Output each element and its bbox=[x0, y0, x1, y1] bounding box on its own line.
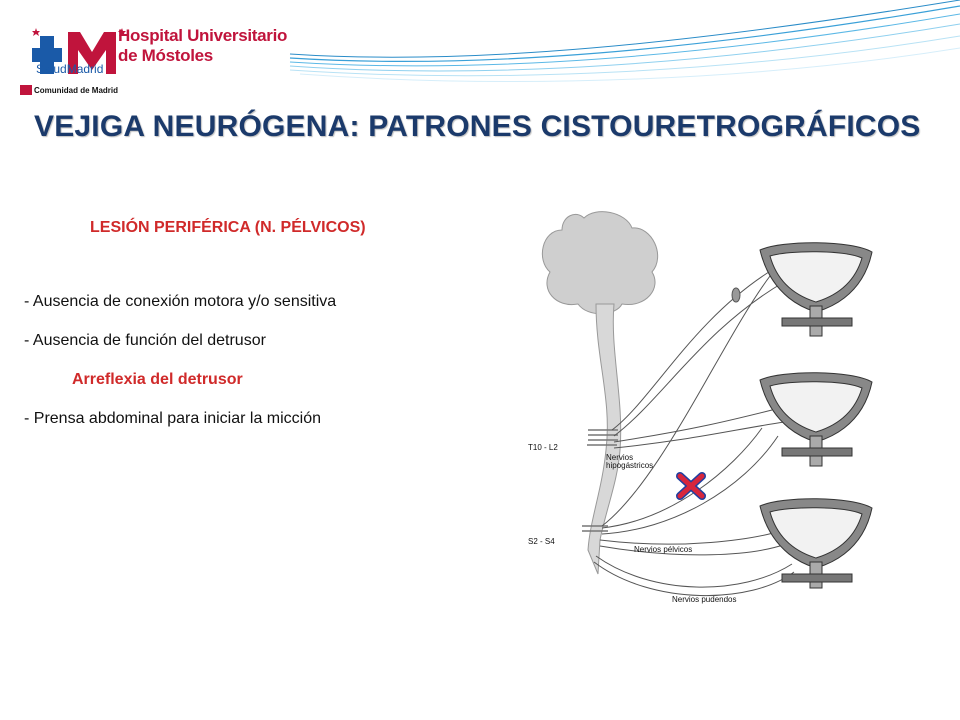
spinal-cord bbox=[587, 303, 622, 575]
lesion-x-icon bbox=[676, 472, 706, 500]
salud-madrid-label: SaludMadrid bbox=[36, 62, 104, 76]
bullet-list: - Ausencia de conexión motora y/o sensit… bbox=[24, 292, 494, 448]
bullet-item: - Prensa abdominal para iniciar la micci… bbox=[24, 410, 322, 427]
hospital-logo bbox=[20, 20, 292, 100]
bullet-item: - Ausencia de función del detrusor bbox=[24, 332, 266, 349]
bladder-top bbox=[759, 242, 873, 337]
label-pudendos: Nervios pudendos bbox=[672, 595, 736, 604]
hospital-name-line2: de Móstoles bbox=[118, 46, 213, 65]
bullet-item: - Ausencia de conexión motora y/o sensit… bbox=[24, 293, 337, 310]
brain-shape bbox=[541, 211, 658, 315]
ganglion-shape bbox=[731, 287, 741, 303]
bladder-middle bbox=[759, 372, 873, 467]
comunidad-madrid-label: Comunidad de Madrid bbox=[34, 86, 118, 95]
bladder-bottom bbox=[759, 498, 873, 589]
header-waves bbox=[289, 0, 960, 83]
neurogenic-bladder-diagram: T10 - L2 S2 - S4 Nervios hipogástricos N… bbox=[528, 211, 873, 604]
label-pelvicos: Nervios pélvicos bbox=[634, 545, 692, 554]
salud-madrid-emblem bbox=[32, 28, 126, 74]
madrid-flag-icon bbox=[20, 85, 32, 95]
label-s2-s4: S2 - S4 bbox=[528, 537, 555, 546]
section-subtitle: LESIÓN PERIFÉRICA (N. PÉLVICOS) bbox=[90, 219, 366, 236]
label-hipogastricos-2: hipogástricos bbox=[606, 461, 653, 470]
slide-title: VEJIGA NEURÓGENA: PATRONES CISTOURETROGR… bbox=[34, 110, 921, 143]
hospital-name-line1: Hospital Universitario bbox=[118, 26, 288, 45]
label-hipogastricos-1: Nervios bbox=[606, 453, 633, 462]
label-t10-l2: T10 - L2 bbox=[528, 443, 558, 452]
bullet-highlight: Arreflexia del detrusor bbox=[72, 371, 243, 388]
